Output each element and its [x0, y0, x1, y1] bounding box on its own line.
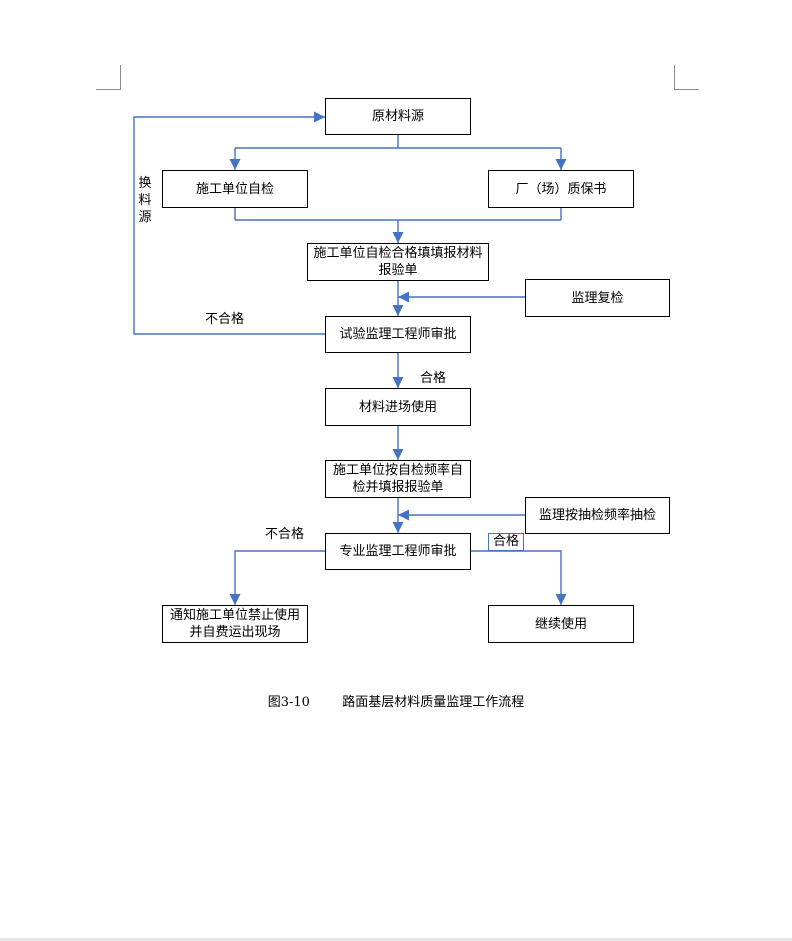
connector-fail-loop — [133, 111, 325, 335]
label-fail-pro-approval: 不合格 — [265, 527, 305, 542]
figure-caption: 图3-10 路面基层材料质量监理工作流程 — [0, 691, 792, 710]
label-change-source-char: 源 — [138, 210, 152, 225]
node-pro-engineer-approval: 专业监理工程师审批 — [325, 533, 471, 570]
node-continue-use: 继续使用 — [488, 605, 634, 643]
node-raw-source: 原材料源 — [325, 98, 471, 135]
figure-title: 路面基层材料质量监理工作流程 — [342, 695, 525, 710]
label-fail-test-approval: 不合格 — [205, 312, 245, 327]
label-pass-test-approval: 合格 — [420, 371, 447, 386]
page-corner-mark-top-right — [674, 65, 699, 90]
node-spot-check: 监理按抽检频率抽检 — [525, 497, 670, 534]
page-corner-mark-top-left — [96, 65, 121, 90]
label-change-source-char: 换 — [138, 176, 152, 191]
figure-number: 图3-10 — [267, 695, 310, 710]
node-material-entry: 材料进场使用 — [325, 388, 471, 426]
connector-fail-to-notify — [229, 550, 325, 605]
label-pass-pro-approval: 合格 — [488, 533, 524, 551]
node-supervisor-recheck: 监理复检 — [525, 279, 670, 317]
node-freq-self-check: 施工单位按自检频率自检并填报报验单 — [325, 460, 471, 498]
connector-pass-to-continue — [470, 550, 567, 605]
label-change-source: 换 料 源 — [137, 175, 153, 226]
page-bottom-edge — [0, 938, 792, 941]
node-factory-cert: 厂（场）质保书 — [488, 170, 634, 208]
node-notify-forbid: 通知施工单位禁止使用并自费运出现场 — [162, 605, 308, 643]
node-report-form: 施工单位自检合格填填报材料报验单 — [307, 243, 489, 281]
label-change-source-char: 料 — [138, 193, 152, 208]
node-self-check: 施工单位自检 — [162, 170, 308, 208]
node-test-engineer-approval: 试验监理工程师审批 — [325, 316, 471, 353]
